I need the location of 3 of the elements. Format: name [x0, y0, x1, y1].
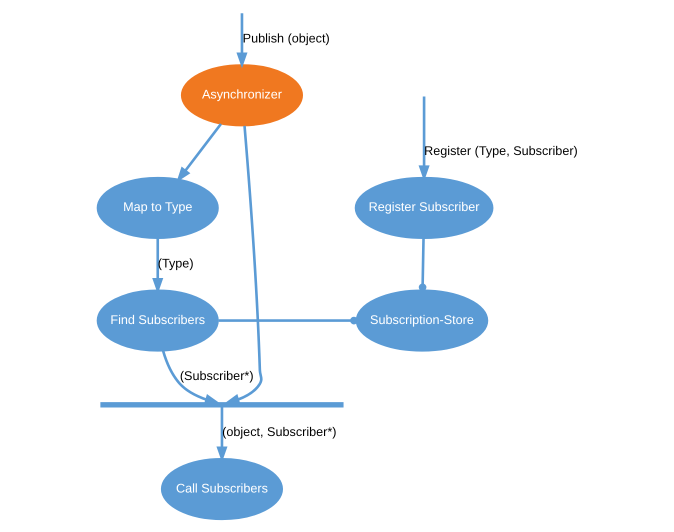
edge-label: Register (Type, Subscriber)	[424, 144, 578, 158]
edge-label: (Subscriber*)	[179, 369, 254, 384]
edge-label: Publish (object)	[242, 31, 330, 46]
